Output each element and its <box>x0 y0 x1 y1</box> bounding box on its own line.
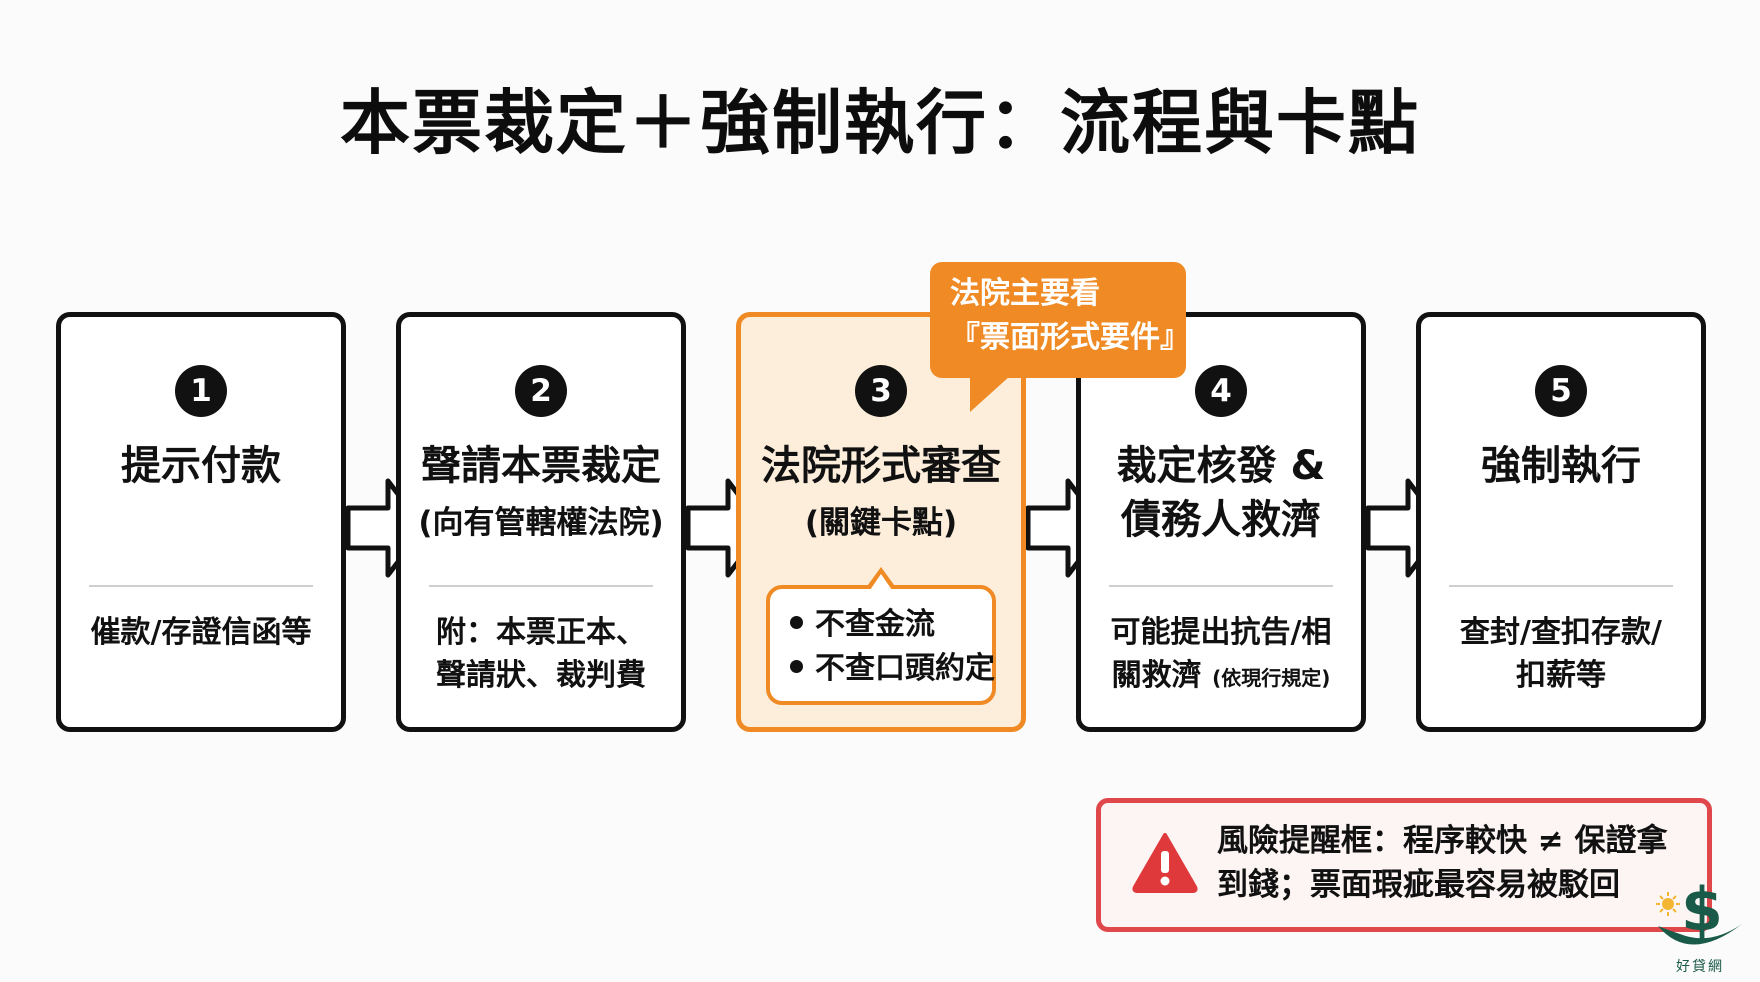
note-text: 關救濟 <box>1111 658 1202 693</box>
note-line: 查封/查扣存款/ <box>1460 615 1662 650</box>
risk-text: 風險提醒框：程序較快 ≠ 保證拿 到錢；票面瑕疵最容易被駁回 <box>1217 819 1668 907</box>
step-title-2: 聲請本票裁定 <box>421 443 661 489</box>
svg-text:$: $ <box>1681 875 1723 945</box>
note-line: 聲請狀、裁判費 <box>436 658 646 693</box>
step-subtitle-3: (關鍵卡點) <box>804 505 958 541</box>
dollar-logo-icon: $ <box>1656 875 1742 945</box>
divider <box>1109 585 1333 587</box>
note-line: 關救濟 (依現行規定) <box>1081 654 1361 700</box>
step-number-5: 5 <box>1535 365 1587 417</box>
note-small: (依現行規定) <box>1212 666 1331 690</box>
bullet-item: 不查口頭約定 <box>790 647 995 691</box>
bullet-item: 不查金流 <box>790 603 992 647</box>
court-focus-callout: 法院主要看 『票面形式要件』 <box>930 262 1190 412</box>
brand-logo: $ 好貸網 <box>1650 868 1750 978</box>
divider <box>429 585 653 587</box>
step-title-5: 強制執行 <box>1481 443 1641 489</box>
step-title-4: 裁定核發 & <box>1116 443 1326 489</box>
note-line: 扣薪等 <box>1516 658 1606 693</box>
step-title-1: 提示付款 <box>121 443 281 489</box>
step-number-3: 3 <box>855 365 907 417</box>
step-card-4: 4 裁定核發 & 債務人救濟 可能提出抗告/相 關救濟 (依現行規定) <box>1076 312 1366 732</box>
note-line: 附：本票正本、 <box>436 615 646 650</box>
step-number-4: 4 <box>1195 365 1247 417</box>
note-line: 催款/存證信函等 <box>90 615 312 650</box>
bubble-tail-inner <box>870 574 892 590</box>
step-card-2: 2 聲請本票裁定 (向有管轄權法院) 附：本票正本、 聲請狀、裁判費 <box>396 312 686 732</box>
callout-line-1: 法院主要看 <box>950 276 1100 311</box>
logo-text: 好貸網 <box>1676 959 1724 975</box>
risk-line-1: 風險提醒框：程序較快 ≠ 保證拿 <box>1217 823 1668 859</box>
divider <box>1449 585 1673 587</box>
step-title-4-line2: 債務人救濟 <box>1121 497 1321 543</box>
step-note-5: 查封/查扣存款/ 扣薪等 <box>1421 611 1701 697</box>
step-title-3: 法院形式審查 <box>761 443 1001 489</box>
step-card-1: 1 提示付款 催款/存證信函等 <box>56 312 346 732</box>
warning-triangle-icon <box>1132 833 1198 893</box>
divider <box>89 585 313 587</box>
page-title: 本票裁定＋強制執行：流程與卡點 <box>340 82 1420 164</box>
step-note-1: 催款/存證信函等 <box>61 611 341 654</box>
step-subtitle-2: (向有管轄權法院) <box>418 505 664 541</box>
risk-line-2: 到錢；票面瑕疵最容易被駁回 <box>1217 867 1620 903</box>
step-note-2: 附：本票正本、 聲請狀、裁判費 <box>401 611 681 697</box>
callout-tail <box>970 376 1010 412</box>
note-line: 可能提出抗告/相 <box>1110 615 1332 650</box>
step-number-2: 2 <box>515 365 567 417</box>
key-point-box: 不查金流 不查口頭約定 <box>766 567 996 705</box>
step-note-4: 可能提出抗告/相 關救濟 (依現行規定) <box>1081 611 1361 700</box>
risk-reminder-box: 風險提醒框：程序較快 ≠ 保證拿 到錢；票面瑕疵最容易被駁回 <box>1096 798 1712 932</box>
step-number-1: 1 <box>175 365 227 417</box>
step-card-5: 5 強制執行 查封/查扣存款/ 扣薪等 <box>1416 312 1706 732</box>
callout-line-2: 『票面形式要件』 <box>950 320 1190 355</box>
